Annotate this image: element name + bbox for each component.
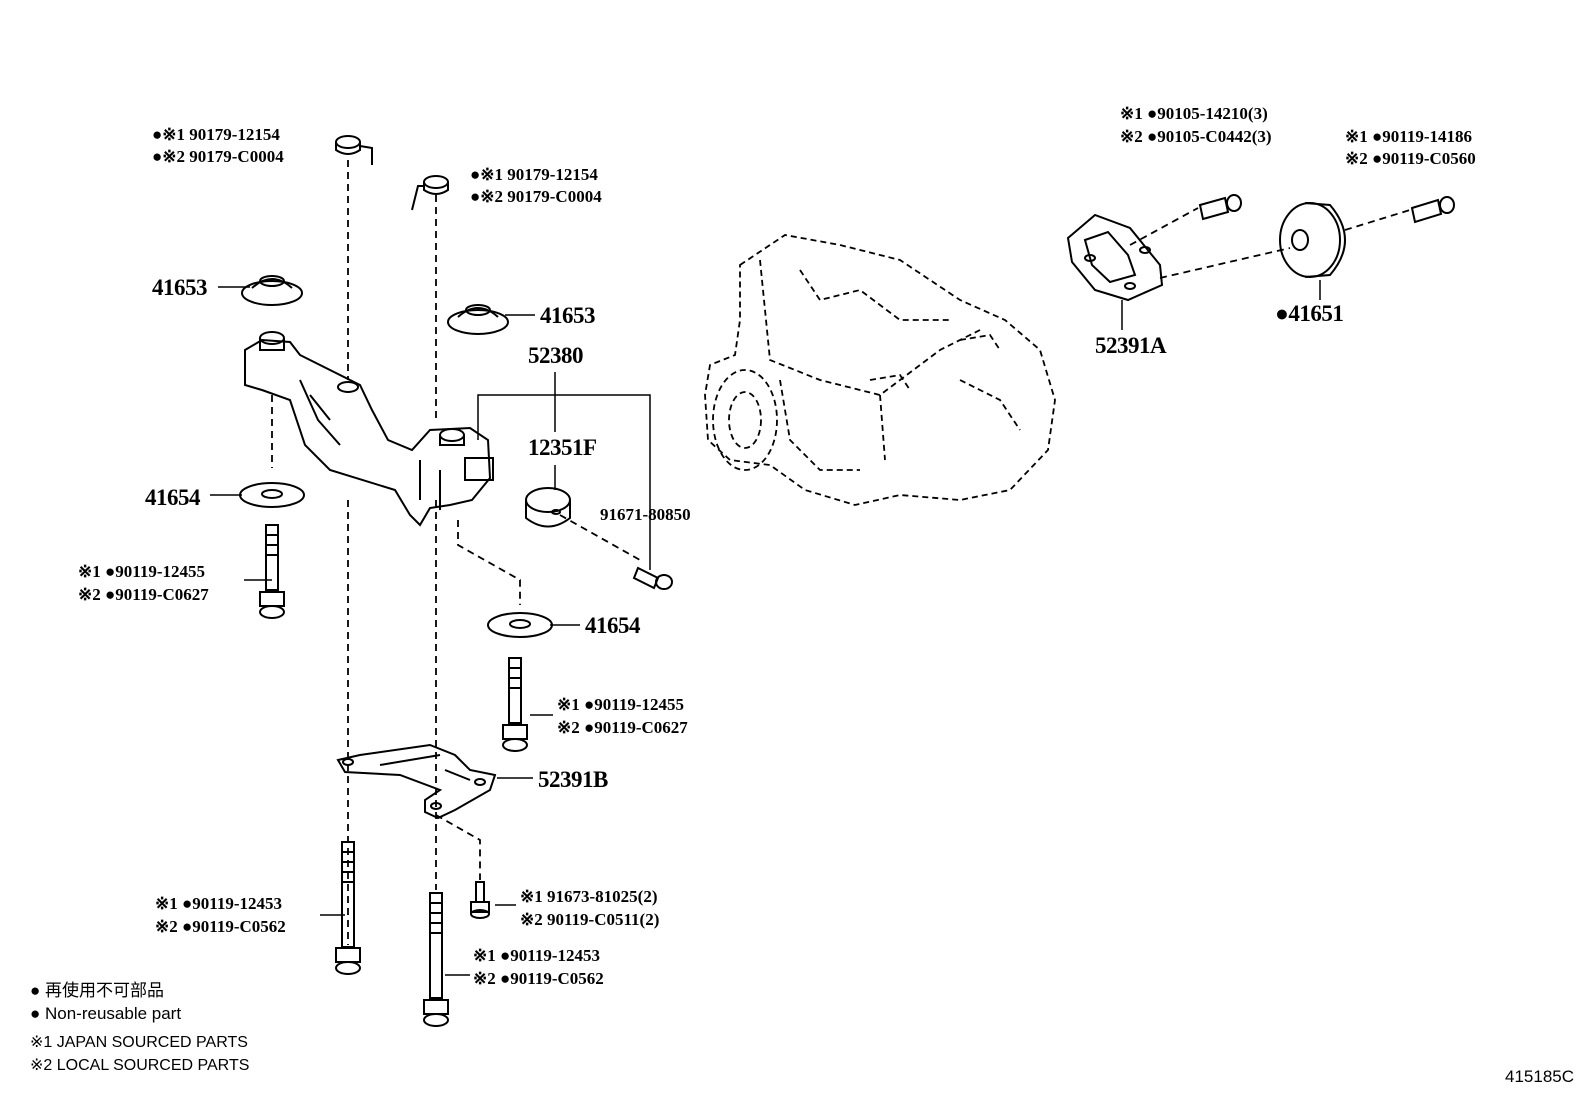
label-52380: 52380 [528,343,584,368]
callout-bolt-90119-japan: ※1 ●90119-14186 [1345,127,1472,146]
label-52391A: 52391A [1095,333,1167,358]
legend-japan-sourced: ※1 JAPAN SOURCED PARTS [30,1034,248,1051]
callout-long-bolt-right-japan: ※1 ●90119-12453 [473,946,600,965]
bushing-12351F [525,487,571,528]
callout-bolt-left-local: ※2 ●90119-C0627 [78,585,209,604]
callout-clip-right-japan: ●※1 90179-12154 [470,165,598,184]
transmission-mount-bracket [244,331,494,527]
transaxle-assembly [704,234,1056,506]
bushing-41651 [1279,202,1346,278]
plate-52391B [336,743,497,820]
bolt-long-right [423,892,449,1027]
label-12351F: 12351F [528,435,597,460]
callout-bolt-90105-local: ※2 ●90105-C0442(3) [1120,127,1272,146]
label-52391B: 52391B [538,767,608,792]
bolt-small-91673 [470,881,490,919]
callout-bolt-right-local: ※2 ●90119-C0627 [557,718,688,737]
label-91671-80850: 91671-80850 [600,505,691,524]
label-41654-left: 41654 [145,485,201,510]
callout-long-bolt-left-japan: ※1 ●90119-12453 [155,894,282,913]
legend-non-reusable-en: ● Non-reusable part [30,1004,182,1023]
callout-clip-right-local: ●※2 90179-C0004 [470,187,602,206]
callout-small-bolt-local: ※2 90119-C0511(2) [520,910,660,929]
bolt-90105 [1198,194,1242,221]
clip-nut-right [411,175,449,211]
callout-bolt-right-japan: ※1 ●90119-12455 [557,695,684,714]
leader-lines [210,280,1321,976]
callout-bolt-90105-japan: ※1 ●90105-14210(3) [1120,104,1268,123]
clip-nut-left [335,135,373,165]
bolt-91671 [632,566,673,590]
bolt-right-upper [502,657,528,752]
bolt-90119-right [1410,196,1455,224]
figure-id: 415185C [1505,1067,1575,1086]
legend-local-sourced: ※2 LOCAL SOURCED PARTS [30,1057,250,1074]
bracket-52391A [1066,213,1164,302]
legend-non-reusable-jp: ● 再使用不可部品 [30,981,164,1000]
callout-long-bolt-left-local: ※2 ●90119-C0562 [155,917,286,936]
callout-clip-left-local: ●※2 90179-C0004 [152,147,284,166]
callout-long-bolt-right-local: ※2 ●90119-C0562 [473,969,604,988]
bolt-long-left [335,841,361,975]
washer-41654-left [239,482,305,508]
assembly-lines [271,160,1411,945]
label-41653-right: 41653 [540,303,596,328]
callout-bolt-90119-local: ※2 ●90119-C0560 [1345,149,1476,168]
callout-clip-left-japan: ●※1 90179-12154 [152,125,280,144]
stopper-41653-left [241,275,303,306]
callout-bolt-left-japan: ※1 ●90119-12455 [78,562,205,581]
washer-41654-right [487,612,553,638]
label-41654-right: 41654 [585,613,641,638]
label-41653-left: 41653 [152,275,208,300]
stopper-41653-right [447,304,509,335]
label-41651: ●41651 [1275,301,1344,326]
callout-small-bolt-japan: ※1 91673-81025(2) [520,887,658,906]
bolt-left-upper [259,524,285,619]
